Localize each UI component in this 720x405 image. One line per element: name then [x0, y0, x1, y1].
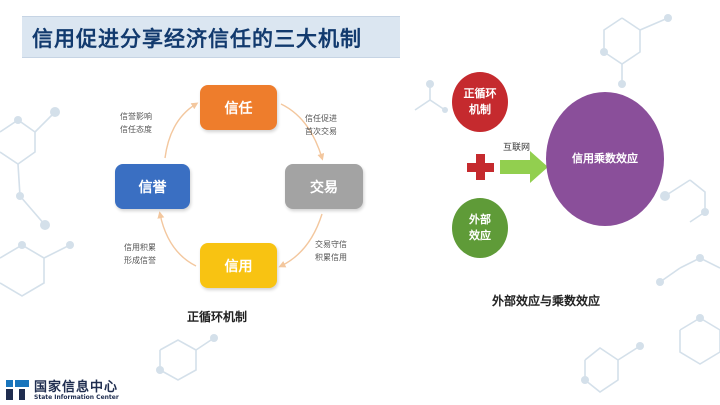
slide-title: 信用促进分享经济信任的三大机制: [32, 27, 362, 51]
node-credit: 信用: [200, 243, 277, 288]
multiplier-effect-circle: 信用乘数效应: [546, 92, 664, 226]
logo-icon: [6, 380, 29, 400]
internet-arrow: [500, 151, 548, 183]
node-trade: 交易: [285, 164, 363, 209]
annotation-top-left: 信誉影响 信任态度: [120, 112, 152, 134]
internet-label: 互联网: [503, 143, 531, 153]
annotation-bottom-right: 交易守信 积累信用: [315, 240, 347, 262]
logo-name-cn: 国家信息中心: [34, 380, 119, 395]
annotation-top-right: 信任促进 首次交易: [305, 114, 337, 136]
title-bar: 信用促进分享经济信任的三大机制: [22, 16, 400, 58]
logo-name-en: State Information Center: [34, 394, 119, 401]
arrow-credit-to-trust: [164, 102, 199, 159]
arrow-trust-to-trade: [280, 103, 325, 161]
plus-icon-bar: [467, 163, 494, 172]
node-credit-reputation: 信誉: [115, 164, 190, 209]
positive-loop-circle: 正循环 机制: [452, 72, 508, 132]
right-diagram-caption: 外部效应与乘数效应: [492, 294, 601, 308]
node-trust: 信任: [200, 85, 277, 130]
external-effect-circle: 外部 效应: [452, 198, 508, 258]
arrow-credit-to-reputation: [157, 211, 197, 267]
arrow-trade-to-credit: [278, 213, 323, 268]
annotation-bottom-left: 信用积累 形成信誉: [124, 243, 156, 265]
left-diagram-caption: 正循环机制: [187, 310, 248, 324]
